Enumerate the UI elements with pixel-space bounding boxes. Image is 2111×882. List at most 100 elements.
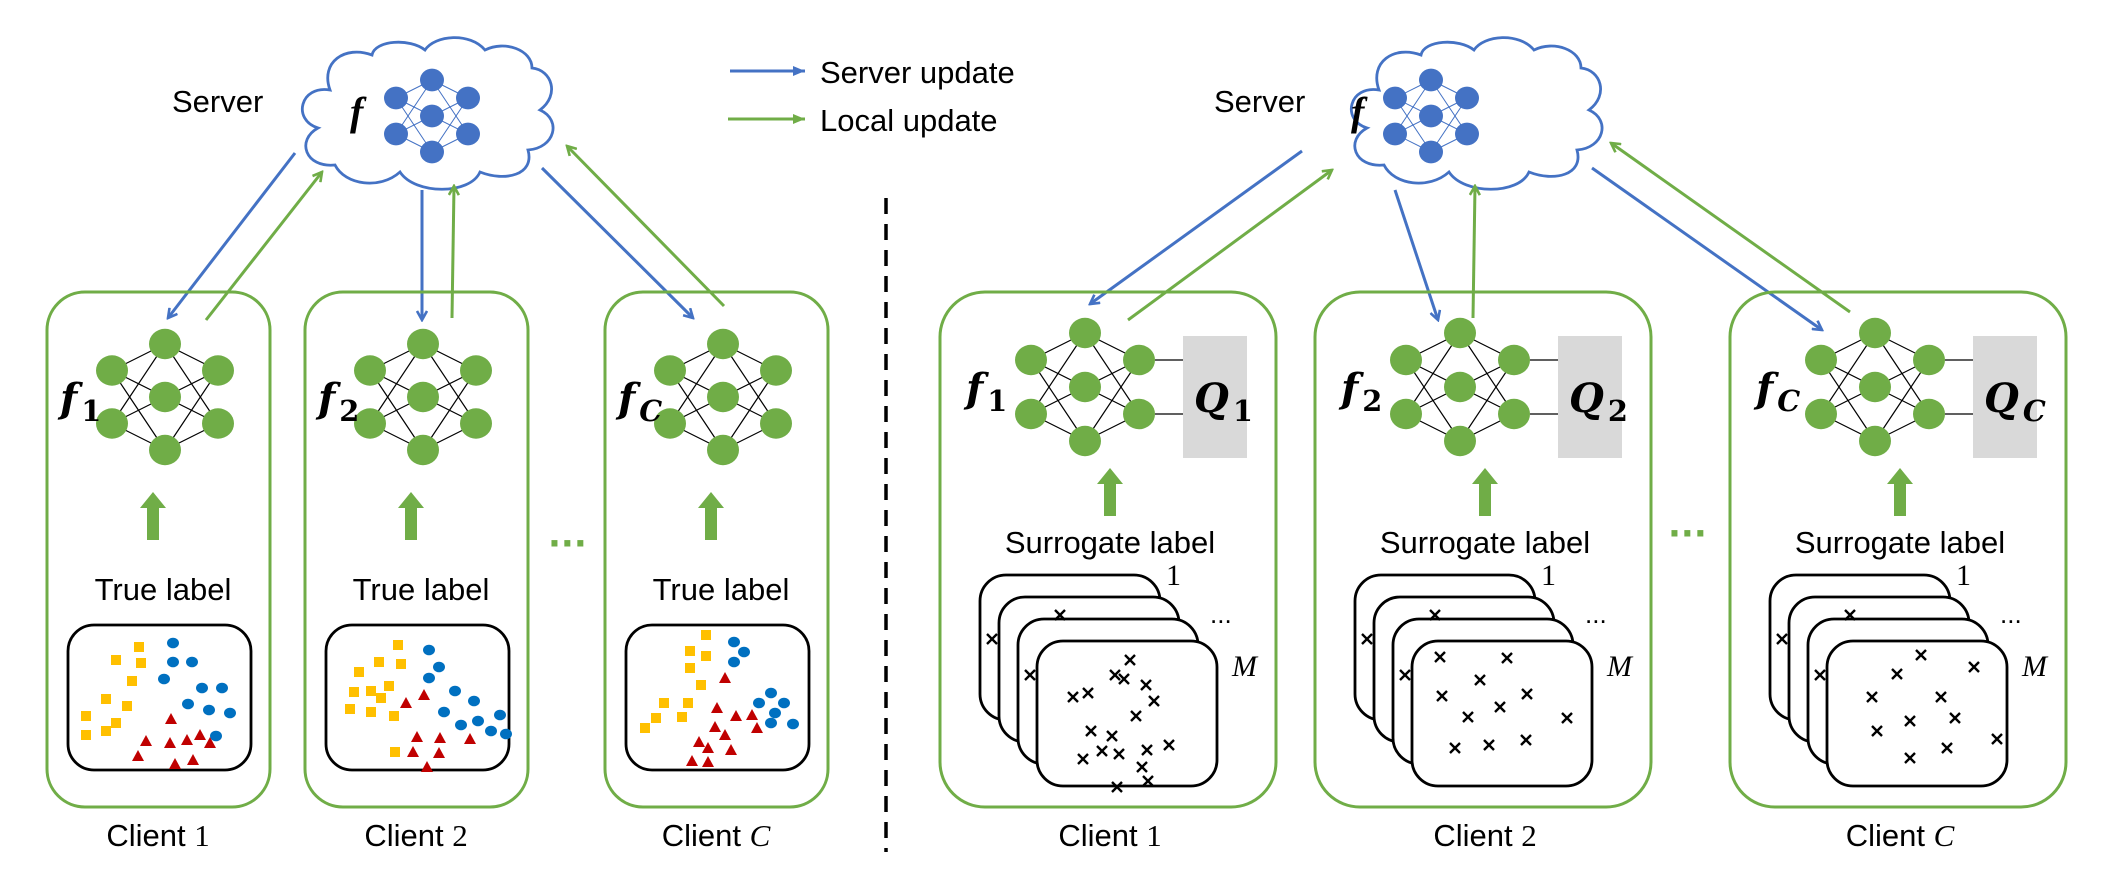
net-node (1069, 371, 1101, 403)
net-node (1498, 344, 1530, 376)
class-triangle-point (725, 744, 737, 755)
class-square-point (393, 640, 403, 650)
stack-last-index: M (2021, 650, 2049, 683)
training-arrow-icon (140, 492, 166, 540)
client-data-label: True label (353, 572, 490, 607)
surrogate-point-cross (1935, 691, 1947, 703)
class-triangle-point (400, 697, 412, 708)
net-edge (1030, 332, 1086, 415)
net-node (1015, 344, 1047, 376)
class-circle-point (468, 695, 480, 707)
class-square-point (136, 658, 146, 668)
class-square-point (101, 726, 111, 736)
net-node (202, 408, 234, 439)
surrogate-point-cross (1429, 609, 1441, 621)
local-update-arrow-client-1 (1127, 170, 1332, 322)
class-square-point (701, 651, 711, 661)
surrogate-point-cross (1024, 669, 1036, 681)
class-triangle-point (702, 742, 714, 753)
class-triangle-point (751, 722, 763, 733)
surrogate-point-cross (1140, 679, 1152, 691)
class-circle-point (728, 656, 740, 668)
class-circle-point (182, 698, 194, 710)
net-edge (422, 370, 477, 451)
class-square-point (659, 698, 669, 708)
training-arrow-icon (398, 492, 424, 540)
surrogate-point-cross (1106, 730, 1118, 742)
surrogate-point-cross (1077, 753, 1089, 765)
class-triangle-point (204, 737, 216, 748)
net-node (149, 381, 181, 413)
class-triangle-point (407, 746, 419, 757)
server-update-arrow-client-1 (1090, 149, 1303, 304)
net-node (456, 122, 480, 146)
surrogate-point-cross (1109, 669, 1121, 681)
surrogate-point-cross (1891, 668, 1903, 680)
class-square-point (366, 707, 376, 717)
client-data-label: Surrogate label (1795, 525, 2005, 560)
legend-server-label: Server update (820, 55, 1015, 90)
right-server-cloud-icon (1349, 36, 1604, 191)
class-triangle-point (719, 729, 731, 740)
class-triangle-point (719, 672, 731, 683)
surrogate-point-cross (1361, 633, 1373, 645)
class-triangle-point (730, 710, 742, 721)
surrogate-point-cross (1776, 633, 1788, 645)
class-triangle-point (181, 734, 193, 745)
surrogate-point-cross (1494, 701, 1506, 713)
net-node (1015, 398, 1047, 430)
surrogate-point-cross (1096, 745, 1108, 757)
surrogate-point-cross (1991, 733, 2003, 745)
class-circle-point (449, 685, 461, 697)
net-node (384, 122, 408, 146)
client-box (1313, 290, 1653, 809)
net-edge (1084, 359, 1140, 442)
client-model-network-icon (96, 328, 234, 466)
surrogate-data-card (1035, 639, 1219, 788)
right-server-network-icon (1383, 68, 1479, 164)
net-node (149, 328, 181, 360)
surrogate-point-cross (1866, 691, 1878, 703)
class-triangle-point (165, 713, 177, 724)
surrogate-point-cross (1462, 711, 1474, 723)
class-square-point (390, 747, 400, 757)
client-name: Client 2 (364, 818, 467, 853)
net-node (1859, 317, 1891, 349)
net-node (456, 86, 480, 110)
surrogate-point-cross (1141, 744, 1153, 756)
client-box (603, 290, 830, 809)
net-edge (1459, 359, 1515, 442)
class-circle-point (472, 715, 484, 727)
cloud-outline (1349, 36, 1604, 191)
net-node (407, 381, 439, 413)
class-circle-point (423, 644, 435, 656)
class-triangle-point (140, 735, 152, 746)
class-triangle-point (433, 747, 445, 758)
right-server-model-symbol: f (1351, 89, 1368, 134)
net-edge (1874, 359, 1930, 442)
right-server-label: Server (1214, 84, 1305, 119)
class-triangle-point (411, 731, 423, 742)
class-circle-point (765, 717, 777, 729)
training-arrow-icon (698, 492, 724, 540)
class-square-point (354, 667, 364, 677)
client-model-network-icon (1805, 317, 1945, 457)
class-triangle-point (434, 732, 446, 743)
class-triangle-point (464, 733, 476, 744)
right-server: Server f (1214, 36, 1604, 191)
class-circle-point (494, 709, 506, 721)
surrogate-point-cross (1449, 742, 1461, 754)
surrogate-point-cross (1915, 649, 1927, 661)
class-square-point (685, 663, 695, 673)
class-square-point (122, 701, 132, 711)
net-node (1455, 122, 1479, 146)
surrogate-point-cross (1434, 651, 1446, 663)
net-node (1444, 425, 1476, 457)
local-update-arrow-client-c (567, 146, 726, 308)
server-update-arrow-client-c (1591, 166, 1822, 330)
net-node (1123, 398, 1155, 430)
